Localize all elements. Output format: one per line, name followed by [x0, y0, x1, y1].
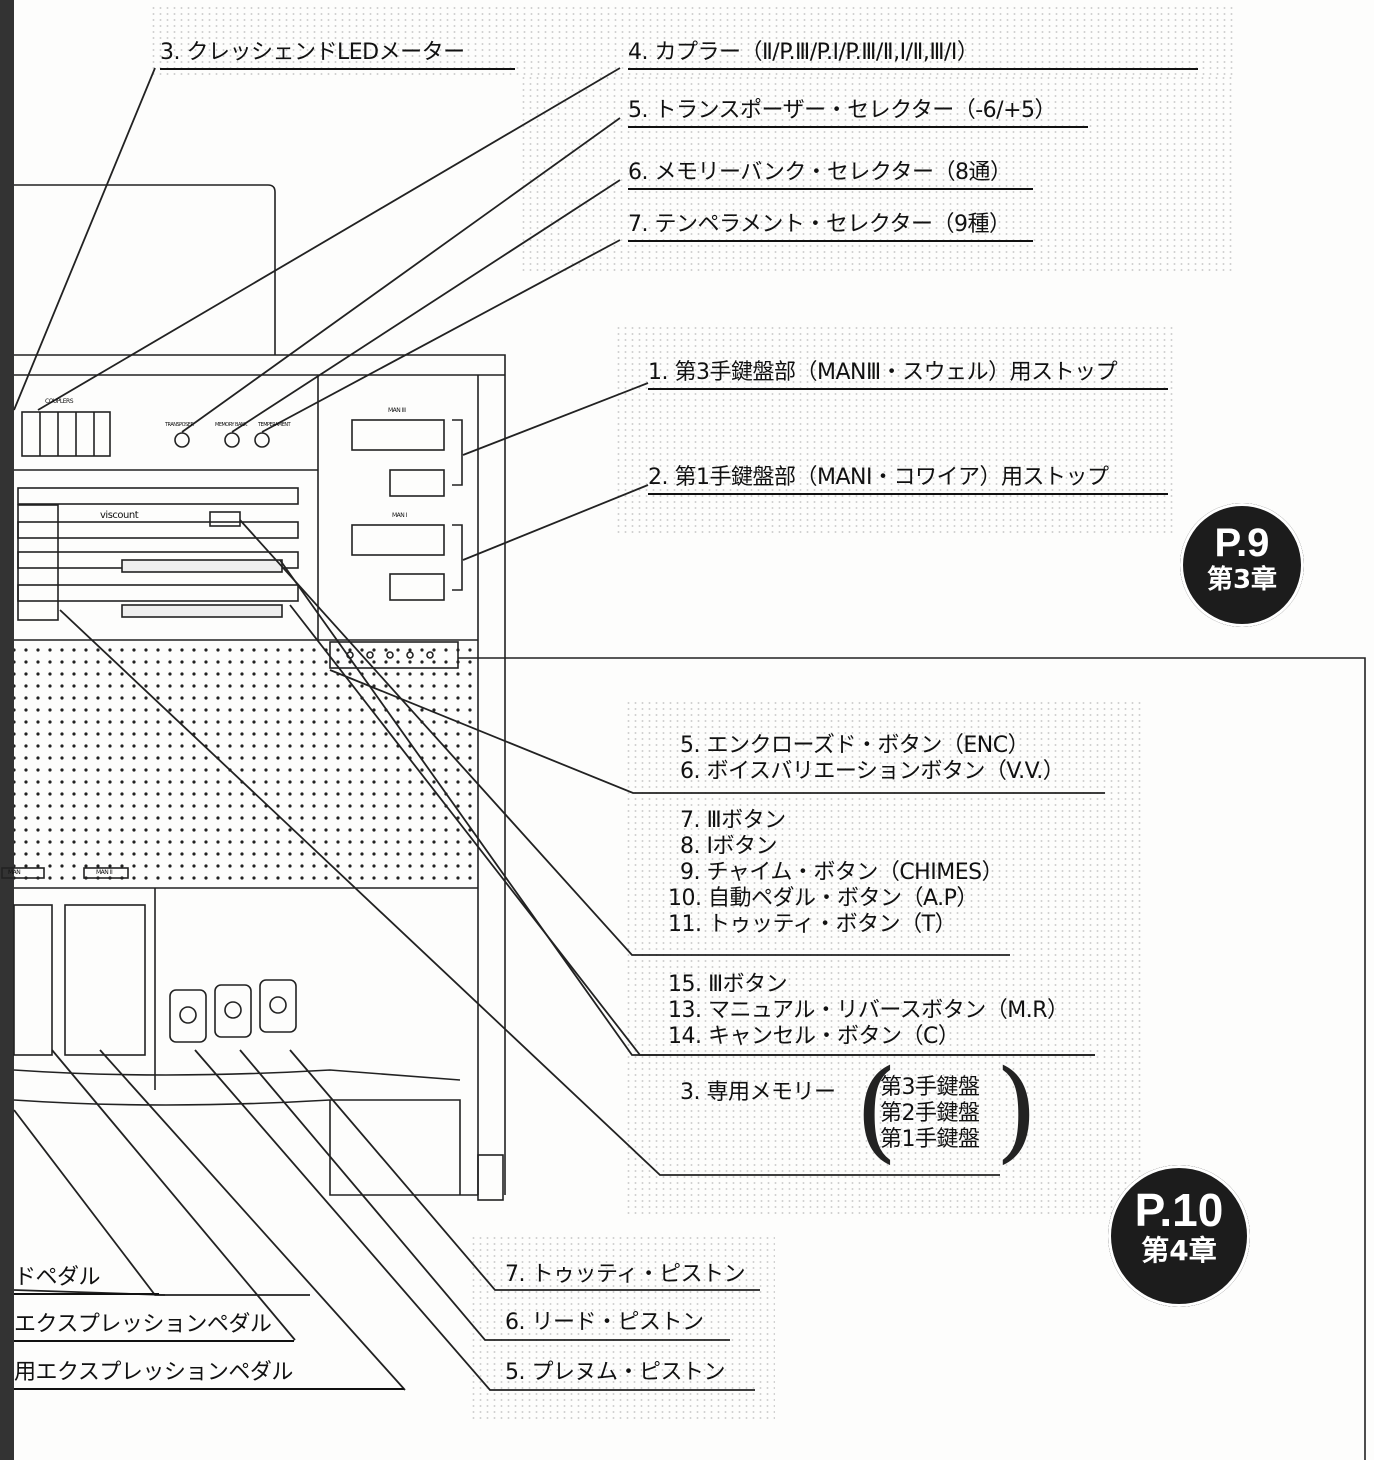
- label-man1-stops: 2. 第1手鍵盤部（MANⅠ・コワイア）用ストップ: [648, 465, 1168, 495]
- label-enc-button: 5. エンクローズド・ボタン（ENC）: [680, 733, 1030, 758]
- label-reed-piston: 6. リード・ピストン: [505, 1310, 704, 1335]
- memory-items: 第3手鍵盤 第2手鍵盤 第1手鍵盤: [880, 1075, 980, 1153]
- console-temperament-label: TEMPERAMENT: [258, 422, 291, 428]
- badge-p9-page: P.9: [1214, 521, 1270, 565]
- label-transposer-selector: 5. トランスポーザー・セレクター（-6/+5）: [628, 98, 1088, 128]
- label-vv-button: 6. ボイスバリエーションボタン（V.V.）: [680, 759, 1065, 784]
- label-man1-button: 8. Ⅰボタン: [680, 834, 777, 859]
- badge-p10-chapter: 第4章: [1141, 1234, 1217, 1267]
- label-dedicated-memory: 3. 専用メモリー: [680, 1080, 836, 1105]
- label-pedal-3: 用エクスプレッションペダル: [14, 1360, 404, 1390]
- memory-bank-knob: [224, 432, 240, 448]
- badge-p9: P.9 第3章: [1180, 503, 1304, 627]
- brace-left: (: [855, 1046, 898, 1174]
- memory-item-man3: 第3手鍵盤: [880, 1075, 980, 1100]
- label-tutti-button: 11. トゥッティ・ボタン（T）: [668, 912, 957, 937]
- button-group-a: 5. エンクローズド・ボタン（ENC） 6. ボイスバリエーションボタン（V.V…: [680, 733, 1065, 785]
- label-temperament-selector: 7. テンペラメント・セレクター（9種）: [628, 212, 1033, 242]
- leader-lines: [13, 67, 1105, 1391]
- brace-right: ): [995, 1046, 1038, 1174]
- console-couplers-label: COUPLERS: [45, 398, 74, 405]
- console-brand: viscount: [100, 510, 139, 521]
- label-memory-bank-selector: 6. メモリーバンク・セレクター（8通）: [628, 160, 1033, 190]
- console-panel1-label: MAN III: [388, 407, 406, 414]
- label-chimes-button: 9. チャイム・ボタン（CHIMES）: [680, 860, 1004, 885]
- console-transposer-label: TRANSPOSER: [165, 422, 194, 428]
- expression-pedal-2: [64, 904, 146, 1056]
- label-auto-pedal-button: 10. 自動ペダル・ボタン（A.P）: [668, 886, 978, 911]
- texture-buttons: [625, 700, 1145, 1215]
- label-tutti-piston: 7. トゥッティ・ピストン: [505, 1262, 746, 1287]
- badge-p10-page: P.10: [1134, 1184, 1224, 1236]
- label-couplers: 4. カプラー（Ⅱ/P.Ⅲ/P.Ⅰ/P.Ⅲ/Ⅱ,Ⅰ/Ⅱ,Ⅲ/Ⅰ）: [628, 40, 1198, 70]
- badge-p9-chapter: 第3章: [1206, 565, 1278, 595]
- badge-p10: P.10 第4章: [1108, 1165, 1250, 1307]
- console-tab2-label: MAN II: [96, 869, 113, 876]
- console-tab1-label: MAN: [8, 869, 21, 876]
- label-man3-stops: 1. 第3手鍵盤部（MANⅢ・スウェル）用ストップ: [648, 360, 1168, 390]
- label-man3-button: 7. Ⅲボタン: [680, 808, 786, 833]
- console-panel2-label: MAN I: [392, 512, 407, 519]
- stop-tab-rows: [17, 487, 299, 621]
- label-crescendo-led-meter: 3. クレッシェンドLEDメーター: [160, 40, 515, 70]
- button-group-c: 15. Ⅲボタン 13. マニュアル・リバースボタン（M.R） 14. キャンセ…: [668, 972, 1069, 1050]
- label-man3-button-2: 15. Ⅲボタン: [668, 972, 788, 997]
- coupler-tabs: [21, 411, 111, 457]
- button-group-b: 7. Ⅲボタン 8. Ⅰボタン 9. チャイム・ボタン（CHIMES） 10. …: [668, 808, 1004, 938]
- temperament-knob: [254, 432, 270, 448]
- label-pedal-2: エクスプレッションペダル: [14, 1312, 294, 1342]
- label-plenum-piston: 5. プレヌム・ピストン: [505, 1360, 725, 1385]
- label-cancel-button: 14. キャンセル・ボタン（C）: [668, 1024, 960, 1049]
- texture-stops: [615, 325, 1175, 535]
- toe-pistons: [169, 979, 297, 1043]
- transposer-knob: [174, 432, 190, 448]
- memory-item-man1: 第1手鍵盤: [880, 1127, 980, 1152]
- texture-top: [150, 5, 1235, 75]
- expression-pedal-1: [13, 904, 53, 1056]
- console-memory-label: MEMORY BANK: [215, 422, 247, 428]
- label-manual-reverse-button: 13. マニュアル・リバースボタン（M.R）: [668, 998, 1069, 1023]
- label-pedal-1: ドペダル: [14, 1265, 159, 1295]
- stop-panels-right: [351, 419, 463, 601]
- memory-item-man2: 第2手鍵盤: [880, 1101, 980, 1126]
